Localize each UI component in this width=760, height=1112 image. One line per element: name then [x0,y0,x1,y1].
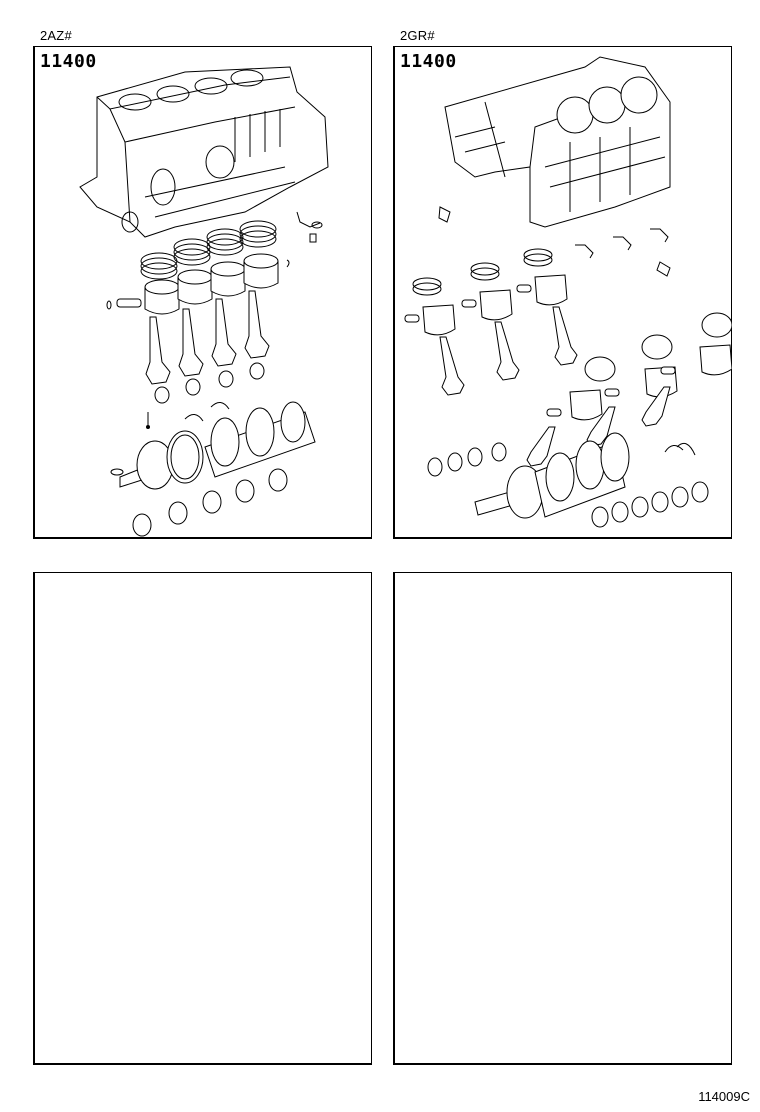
oil-jet-icon [297,212,322,242]
piston-rings-icon [413,249,732,381]
thrust-washer-icon [665,443,695,455]
main-bearings-icon [592,482,708,527]
diagram-panel-empty-1 [33,572,372,1065]
rod-bearings-icon [155,363,264,403]
crankshaft-icon [111,402,315,489]
oil-jets-icon [439,207,670,276]
part-code: 11400 [400,51,457,72]
thrust-washer-icon [185,402,229,421]
short-block-2gr-illustration [395,47,732,537]
cylinder-block-icon [445,57,670,227]
short-block-2az-illustration [35,47,372,537]
part-code: 11400 [40,51,97,72]
pistons-icon [423,275,732,420]
pistons-icon [145,254,289,314]
engine-label-2az: 2AZ# [40,28,72,43]
cylinder-block-icon [80,67,328,237]
main-bearings-icon [133,469,287,536]
connecting-rods-icon [440,307,670,466]
crankshaft-icon [475,433,629,518]
connecting-rods-icon [146,291,269,384]
piston-pins-icon [405,285,675,416]
piston-rings-icon [141,221,276,279]
diagram-panel-2gr[interactable]: 11400 [393,46,732,539]
figure-code: 114009C [698,1089,750,1104]
engine-label-2gr: 2GR# [400,28,435,43]
diagram-panel-empty-2 [393,572,732,1065]
piston-pin-icon [107,299,141,309]
diagram-panel-2az[interactable]: 11400 [33,46,372,539]
rod-bearings-icon [428,443,506,476]
